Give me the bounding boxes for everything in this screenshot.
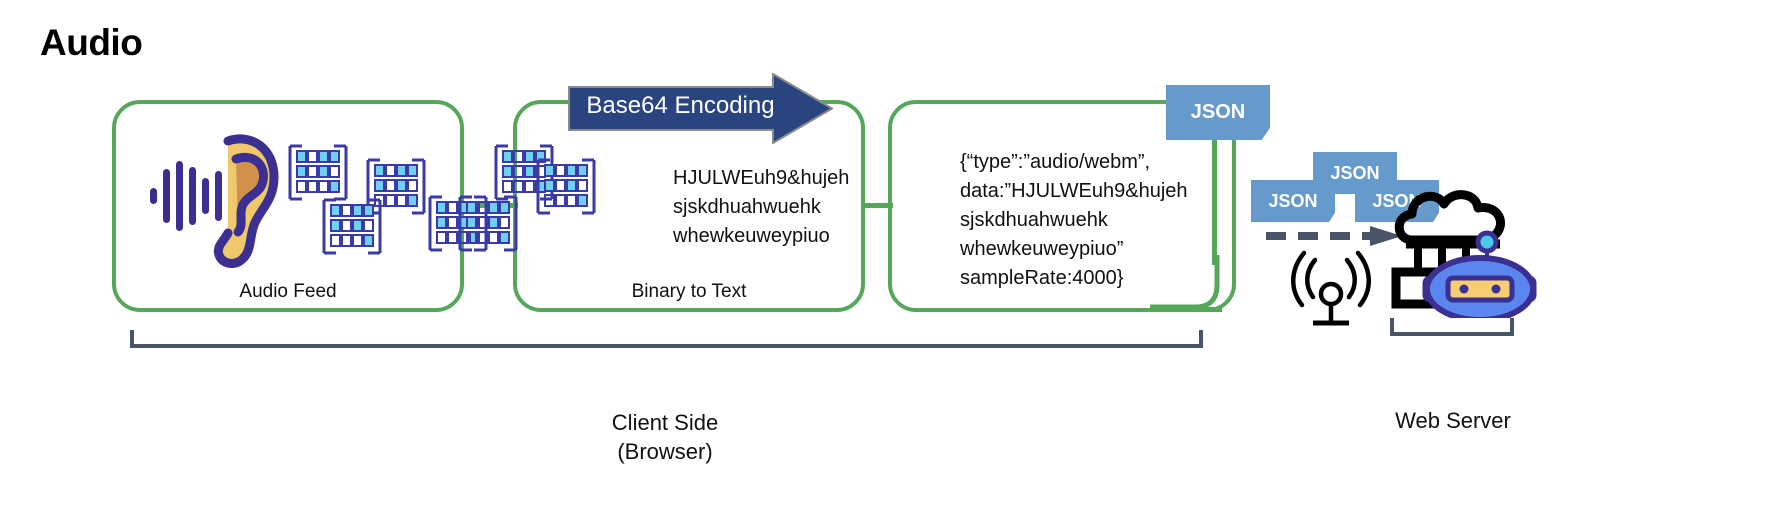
json-payload-text: {“type”:”audio/webm”, data:”HJULWEuh9&hu… (960, 151, 1188, 289)
binary-blocks-icon-2 (458, 144, 596, 252)
robot-server-icon (1391, 190, 1537, 318)
client-side-bracket (130, 330, 1203, 348)
web-server-label: Web Server (1395, 408, 1511, 433)
connector-pipe-3 (1212, 140, 1217, 265)
web-server-bracket (1390, 318, 1514, 336)
json-badge-right: JSON (1355, 180, 1439, 222)
page-title: Audio (40, 22, 143, 63)
json-badge-main: JSON (1166, 85, 1270, 140)
client-side-label: Client Side (Browser) (611, 410, 719, 464)
connector-pipe-2 (861, 203, 893, 208)
caption-binary-to-text: Binary to Text (631, 281, 747, 302)
json-badge-left: JSON (1251, 180, 1335, 222)
base64-encoded-text: HJULWEuh9&hujeh sjskdhuahwuehk whewkeuwe… (673, 167, 850, 247)
ear-icon (150, 134, 279, 268)
connector-pipe-elbow (1150, 255, 1220, 310)
base64-encoding-arrow (568, 73, 833, 144)
connector-pipe-corner (1190, 262, 1222, 312)
antenna-icon (1291, 250, 1371, 326)
caption-audio-feed: Audio Feed (239, 281, 337, 302)
dashed-arrow-icon (1266, 226, 1402, 246)
